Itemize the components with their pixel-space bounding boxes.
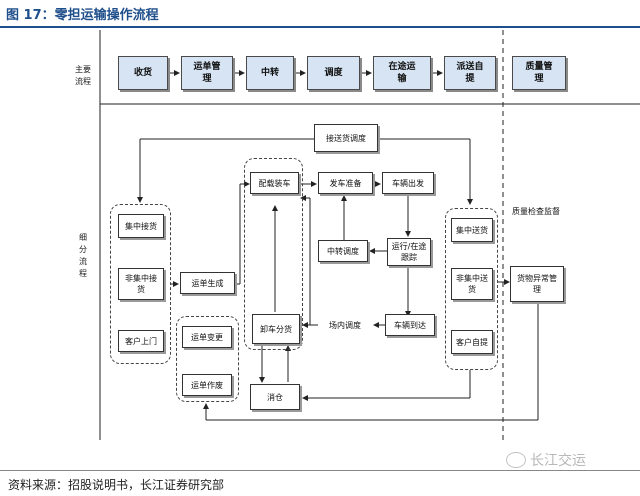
row-label-main: 主要 流程 — [70, 64, 96, 88]
dispatch-tracking: 运行/在途跟踪 — [387, 238, 431, 266]
watermark-text: 长江交运 — [530, 453, 586, 469]
receive-group — [110, 204, 171, 364]
quality-inspect: 质量检查监督 — [512, 207, 560, 216]
delivery-centralized: 集中送货 — [451, 218, 493, 242]
footer-divider — [0, 470, 640, 471]
transfer-unload: 卸车分货 — [252, 314, 300, 344]
chat-bubble-icon — [506, 452, 526, 468]
figure-title: 图 17：零担运输操作流程 — [6, 8, 159, 23]
main-step-quality-l1: 质量管 — [525, 62, 553, 72]
row-label-main-1: 主要 — [75, 65, 91, 74]
title-divider — [0, 26, 640, 28]
main-step-waybill-l1: 运单管 — [193, 62, 221, 72]
row-label-detail-1: 细 — [79, 233, 87, 242]
main-step-receive: 收货 — [118, 56, 168, 90]
main-step-quality-l2: 理 — [534, 74, 544, 84]
row-label-detail-3: 流 — [79, 257, 87, 266]
receive-walk-in: 客户上门 — [118, 330, 164, 352]
delivery-non-centralized: 非集中送货 — [451, 268, 493, 300]
main-step-dispatch: 调度 — [307, 56, 360, 90]
main-step-delivery-l2: 提 — [465, 74, 475, 84]
quality-exception: 货物异常管理 — [510, 266, 564, 302]
main-step-transfer-l1: 中转 — [260, 68, 279, 78]
dispatch-arrive: 车辆到达 — [385, 314, 435, 336]
dispatch-depart-prep: 发车准备 — [318, 172, 373, 194]
delivery-pickup: 客户自提 — [451, 330, 493, 354]
transfer-group — [244, 158, 303, 350]
row-label-detail-2: 分 — [79, 245, 87, 254]
main-step-delivery-l1: 派送自 — [456, 62, 484, 72]
row-label-main-2: 流程 — [75, 77, 91, 86]
source-note: 资料来源：招股说明书，长江证券研究部 — [8, 478, 225, 492]
dispatch-transit: 中转调度 — [318, 240, 368, 262]
receive-non-centralized: 非集中接货 — [118, 268, 164, 300]
dispatch-yard: 场内调度 — [329, 321, 361, 330]
transfer-storage: 消仓 — [250, 384, 300, 410]
row-label-detail-4: 程 — [79, 269, 87, 278]
waybill-void: 运单作废 — [182, 374, 232, 396]
delivery-group — [445, 208, 498, 370]
waybill-change-group — [176, 316, 239, 402]
main-step-transit: 在途运输 — [373, 56, 431, 90]
main-step-transit-l2: 输 — [397, 74, 407, 84]
dispatch-coordination: 接送货调度 — [314, 124, 378, 152]
dispatch-depart: 车辆出发 — [382, 172, 434, 194]
main-step-receive-l1: 收货 — [133, 68, 152, 78]
receive-centralized: 集中接货 — [118, 214, 164, 238]
transfer-load: 配载装车 — [250, 172, 299, 194]
main-step-quality: 质量管理 — [512, 56, 566, 90]
main-step-waybill-l2: 理 — [202, 74, 212, 84]
waybill-change: 运单变更 — [182, 326, 232, 348]
watermark: 长江交运 — [506, 450, 586, 470]
row-label-detail: 细 分 流 程 — [76, 232, 90, 280]
main-step-transfer: 中转 — [246, 56, 294, 90]
main-step-delivery: 派送自提 — [444, 56, 496, 90]
main-step-dispatch-l1: 调度 — [324, 68, 343, 78]
waybill-create: 运单生成 — [180, 272, 235, 294]
main-step-waybill: 运单管理 — [181, 56, 233, 90]
main-step-transit-l1: 在途运 — [388, 62, 416, 72]
